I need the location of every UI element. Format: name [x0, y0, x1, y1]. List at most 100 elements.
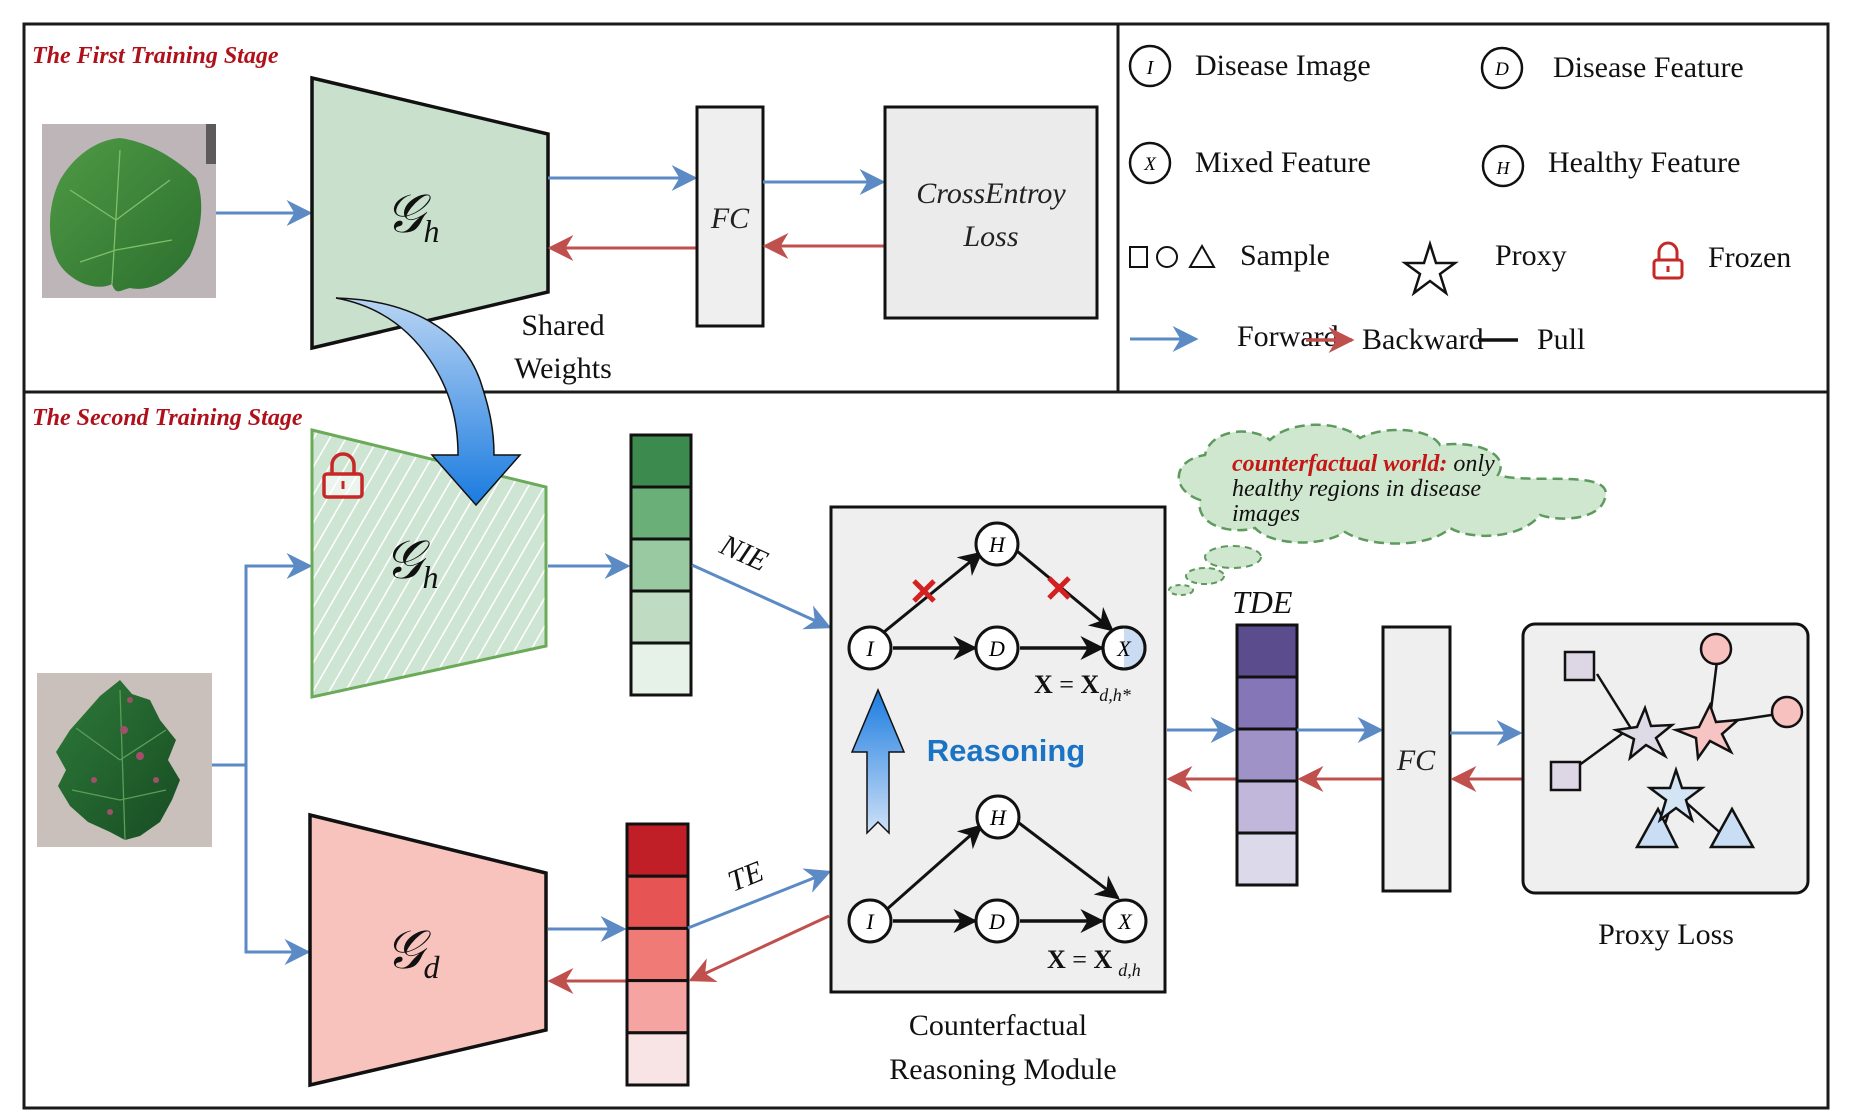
proxy-star-icon	[1671, 701, 1742, 762]
healthy-feature-vector	[629, 433, 693, 697]
legend-item-backward: Backward	[1306, 323, 1484, 356]
triangle-sample-icon	[1634, 806, 1680, 849]
legend-item-healthy-feature: H Healthy Feature	[1481, 144, 1740, 188]
fc-label: FC	[710, 202, 750, 235]
node-icon	[1128, 44, 1172, 88]
healthy-encoder-symbol: 𝒢h	[384, 530, 438, 595]
healthy-leaf-image	[42, 124, 216, 298]
proxy-star-icon	[1611, 704, 1676, 762]
square-icon	[1129, 246, 1148, 268]
forward-arrow	[244, 765, 311, 965]
svg-text:X: X	[1117, 909, 1133, 934]
circle-sample-icon	[1770, 695, 1804, 729]
stage1-title: The First Training Stage	[32, 43, 279, 69]
edge-h-x	[1018, 821, 1120, 900]
svg-text:Proxy: Proxy	[1495, 239, 1567, 272]
node-i	[847, 625, 893, 671]
node-icon	[1481, 144, 1525, 188]
node-d	[974, 898, 1020, 944]
feature-cell	[625, 926, 690, 983]
svg-text:Pull: Pull	[1537, 323, 1585, 356]
feature-cell	[1235, 779, 1299, 835]
healthy-encoder-stage1	[310, 75, 550, 351]
edge-i-h	[883, 551, 983, 634]
svg-text:D: D	[988, 636, 1005, 661]
svg-text:Forward: Forward	[1237, 320, 1339, 353]
node-icon	[1128, 141, 1172, 185]
legend: I Disease Image D Disease Feature X Mixe…	[1128, 44, 1791, 356]
svg-text:Sample: Sample	[1240, 239, 1330, 272]
proxy-loss-label: Proxy Loss	[1598, 918, 1734, 951]
svg-text:D: D	[1494, 59, 1509, 80]
svg-text:Mixed Feature: Mixed Feature	[1195, 146, 1371, 179]
circle-sample-icon	[1699, 632, 1733, 666]
te-label: TE	[723, 855, 768, 899]
svg-text:Disease Image: Disease Image	[1195, 49, 1371, 82]
tde-feature-vector	[1235, 623, 1299, 887]
stage2-title: The Second Training Stage	[32, 405, 303, 431]
legend-item-disease-feature: D Disease Feature	[1480, 46, 1744, 90]
square-sample-icon	[1563, 650, 1596, 682]
svg-text:images: images	[1232, 501, 1300, 527]
legend-item-mixed-feature: X Mixed Feature	[1128, 141, 1371, 185]
node-h	[974, 521, 1020, 567]
node-h	[975, 794, 1021, 840]
reasoning-label: Reasoning	[927, 733, 1085, 768]
circle-icon	[1156, 246, 1178, 268]
svg-text:X: X	[1143, 154, 1157, 175]
proxy-star-icon	[1646, 766, 1706, 824]
star-icon	[1401, 239, 1459, 297]
triangle-icon	[1188, 243, 1216, 268]
backward-arrow	[688, 914, 830, 982]
legend-item-proxy: Proxy	[1401, 239, 1567, 297]
disease-feature-vector	[625, 822, 690, 1087]
node-x	[1102, 898, 1148, 944]
fc-layer-stage1	[695, 105, 765, 328]
node-d	[974, 625, 1020, 671]
module-title: Reasoning Module	[889, 1053, 1116, 1086]
shared-weights-label: Shared	[521, 309, 604, 342]
te-arrow	[687, 868, 832, 930]
loss-label: CrossEntroy	[916, 177, 1066, 210]
node-i	[847, 898, 893, 944]
loss-label: Loss	[962, 220, 1018, 253]
svg-text:Frozen: Frozen	[1708, 241, 1791, 274]
legend-item-forward: Forward	[1130, 320, 1339, 353]
svg-text:Healthy Feature: Healthy Feature	[1548, 146, 1740, 179]
cross-entropy-loss-box	[883, 105, 1099, 320]
nie-label: NIE	[714, 528, 772, 578]
disease-encoder-symbol: 𝒢d	[385, 920, 440, 985]
shared-weights-label: Weights	[514, 352, 612, 385]
tde-label: TDE	[1232, 584, 1293, 620]
feature-cell	[629, 485, 693, 541]
feature-cell	[629, 641, 693, 697]
triangle-sample-icon	[1708, 806, 1756, 849]
feature-cell	[1235, 727, 1299, 783]
feature-cell	[625, 1031, 690, 1087]
svg-text:H: H	[988, 532, 1006, 557]
nie-arrow	[691, 563, 832, 630]
reasoning-arrow	[850, 688, 906, 835]
feature-cell	[625, 822, 690, 878]
square-sample-icon	[1549, 760, 1582, 792]
svg-text:X: X	[1116, 636, 1132, 661]
feature-cell	[629, 537, 693, 593]
edge-i-h	[885, 824, 983, 912]
feature-cell	[625, 979, 690, 1035]
module-title: Counterfactual	[909, 1009, 1087, 1042]
feature-cell	[1235, 831, 1299, 887]
forward-arrow	[212, 553, 313, 767]
outer-frame	[22, 22, 1830, 1110]
proxy-embedding-space	[1549, 632, 1804, 849]
svg-text:counterfactual world: only: counterfactual world: only	[1232, 451, 1495, 477]
svg-text:I: I	[1146, 57, 1155, 79]
lock-icon	[1657, 241, 1679, 261]
lock-icon	[322, 452, 364, 499]
legend-item-sample: Sample	[1129, 239, 1330, 272]
svg-text:healthy regions in disease: healthy regions in disease	[1232, 476, 1481, 502]
feature-cell	[1235, 623, 1299, 679]
equation-counterfactual: X = Xd,h*	[1034, 670, 1131, 705]
node-icon	[1480, 46, 1524, 90]
feature-cell	[629, 433, 693, 489]
